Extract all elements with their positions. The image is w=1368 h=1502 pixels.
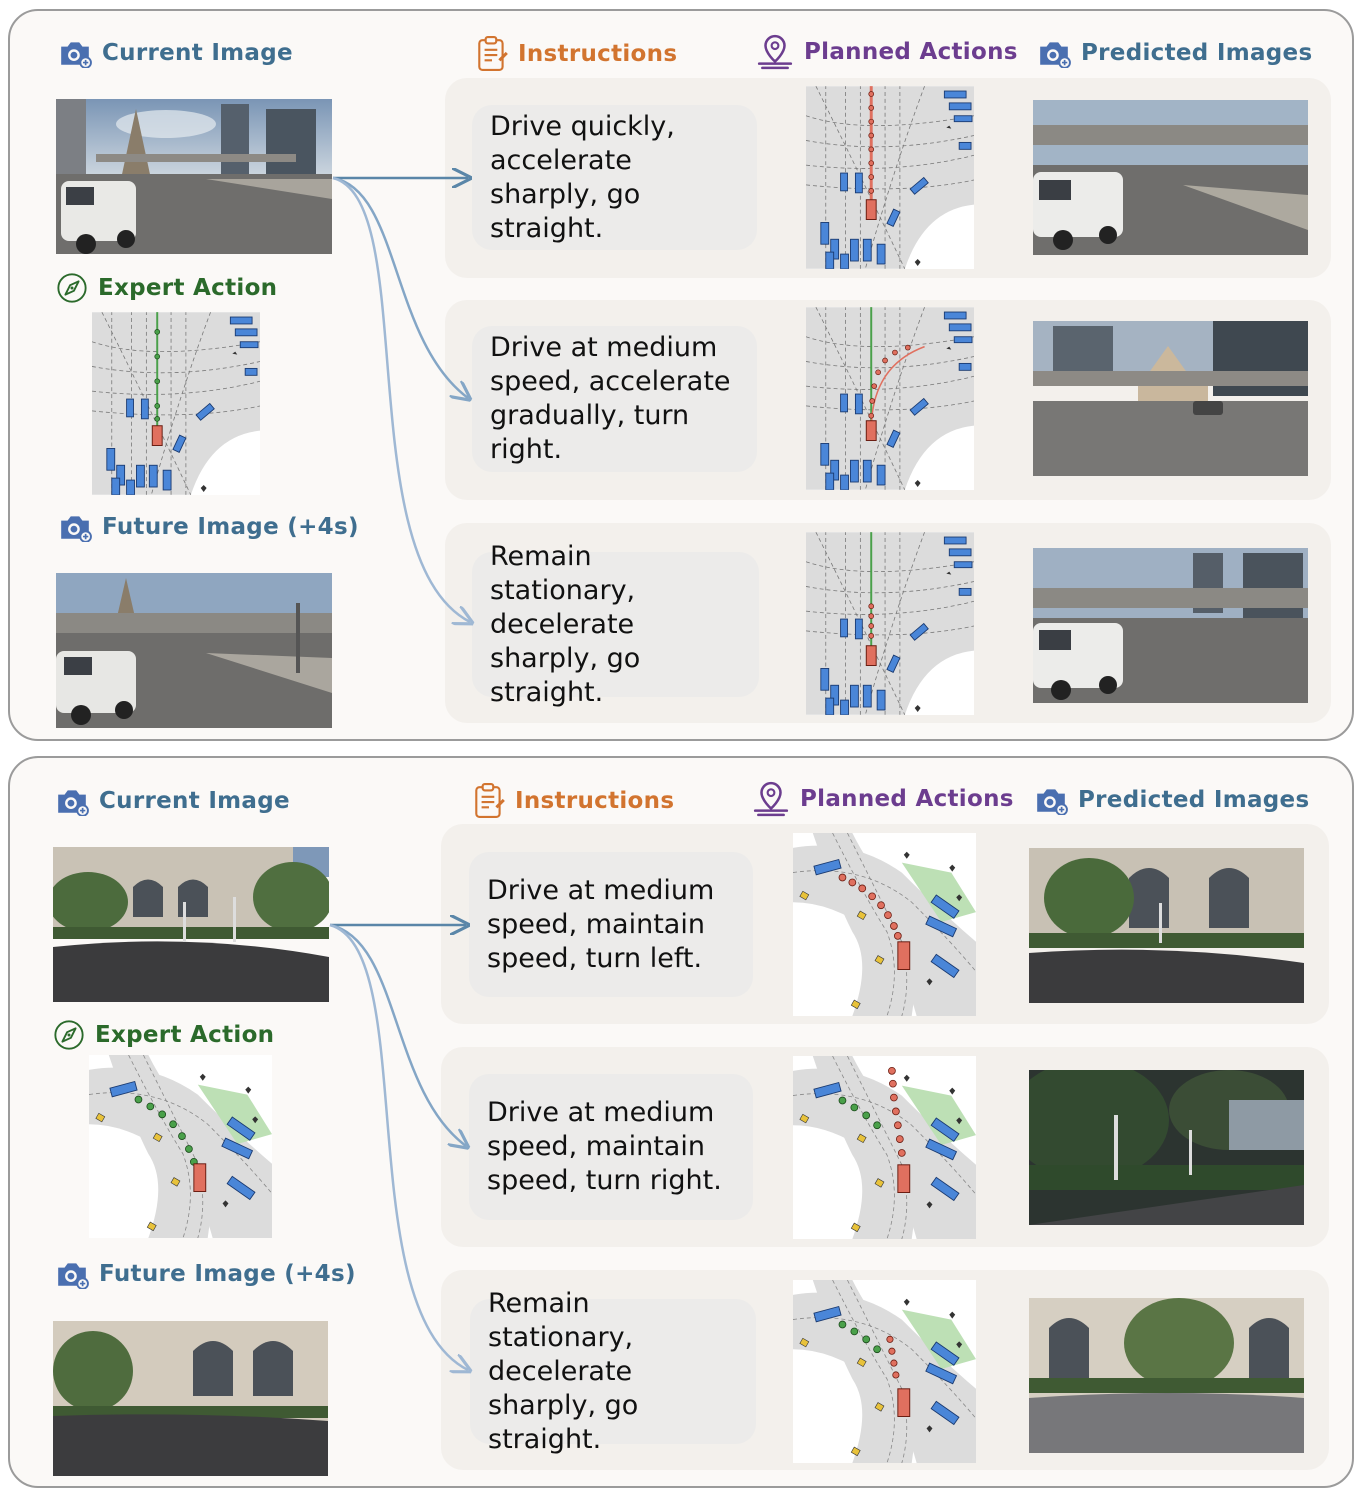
expert-action-bev [89, 1055, 272, 1238]
current-image [53, 847, 329, 1002]
arrow-to-row-2 [332, 176, 468, 398]
instruction-text: Drive at medium speed, accelerate gradua… [472, 326, 757, 472]
predicted-image [1029, 1070, 1304, 1225]
instruction-text: Drive quickly, accelerate sharply, go st… [472, 105, 757, 250]
predicted-image [1029, 848, 1304, 1003]
predicted-images-header: Predicted Images [1034, 785, 1309, 815]
future-image [53, 1321, 328, 1476]
future-image [56, 573, 332, 728]
current-image-header: Current Image [55, 786, 290, 816]
expert-action-header: Expert Action [53, 1019, 274, 1051]
future-image-header: Future Image (+4s) [58, 512, 359, 542]
arrow-to-row-3 [332, 176, 470, 622]
instructions-header: Instructions [476, 36, 677, 72]
predicted-image [1033, 100, 1308, 255]
instruction-text: Remain stationary, decelerate sharply, g… [470, 1288, 756, 1455]
planned-actions-header: Planned Actions [752, 781, 1014, 817]
planned-action-bev [793, 833, 976, 1016]
planned-action-bev [806, 86, 974, 269]
expert-action-bev [92, 312, 260, 495]
current-image [56, 99, 332, 254]
planned-action-bev [793, 1280, 976, 1463]
instruction-text: Drive at medium speed, maintain speed, t… [469, 852, 753, 997]
arrow-to-row-3 [329, 923, 468, 1370]
predicted-image [1033, 548, 1308, 703]
predicted-image [1033, 321, 1308, 476]
predicted-image [1029, 1298, 1304, 1453]
instructions-header: Instructions [473, 783, 674, 819]
arrow-to-row-2 [329, 923, 466, 1146]
planned-action-bev [806, 532, 974, 715]
planned-action-bev [793, 1056, 976, 1239]
future-image-header: Future Image (+4s) [55, 1259, 356, 1289]
expert-action-header: Expert Action [56, 272, 277, 304]
current-image-header: Current Image [58, 38, 293, 68]
planned-action-bev [806, 307, 974, 490]
instruction-text: Drive at medium speed, maintain speed, t… [469, 1074, 753, 1220]
planned-actions-header: Planned Actions [756, 34, 1018, 70]
predicted-images-header: Predicted Images [1037, 38, 1312, 68]
